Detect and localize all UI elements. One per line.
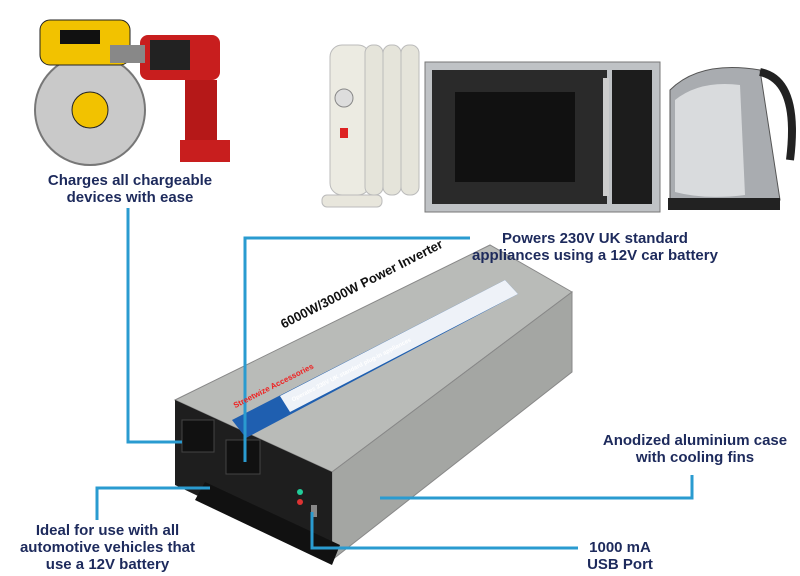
usb-port — [311, 505, 317, 517]
power-inverter-image — [173, 244, 573, 565]
microwave-image — [424, 61, 661, 213]
status-led — [297, 489, 303, 495]
oil-radiator-image — [321, 44, 420, 208]
uk-socket — [181, 419, 215, 453]
kettle-image — [668, 67, 796, 210]
callout-anodized: Anodized aluminium case with cooling fin… — [602, 432, 788, 466]
callout-ideal: Ideal for use with all automotive vehicl… — [19, 522, 196, 573]
circular-saw-image — [34, 19, 146, 166]
callout-usb: 1000 mA USB Port — [587, 539, 653, 573]
impact-wrench-image — [110, 35, 230, 162]
uk-socket — [225, 439, 261, 475]
callout-powers: Powers 230V UK standard appliances using… — [472, 230, 718, 264]
leader-lines — [95, 208, 694, 550]
callout-charges: Charges all chargeable devices with ease — [47, 172, 213, 206]
status-led — [297, 499, 303, 505]
